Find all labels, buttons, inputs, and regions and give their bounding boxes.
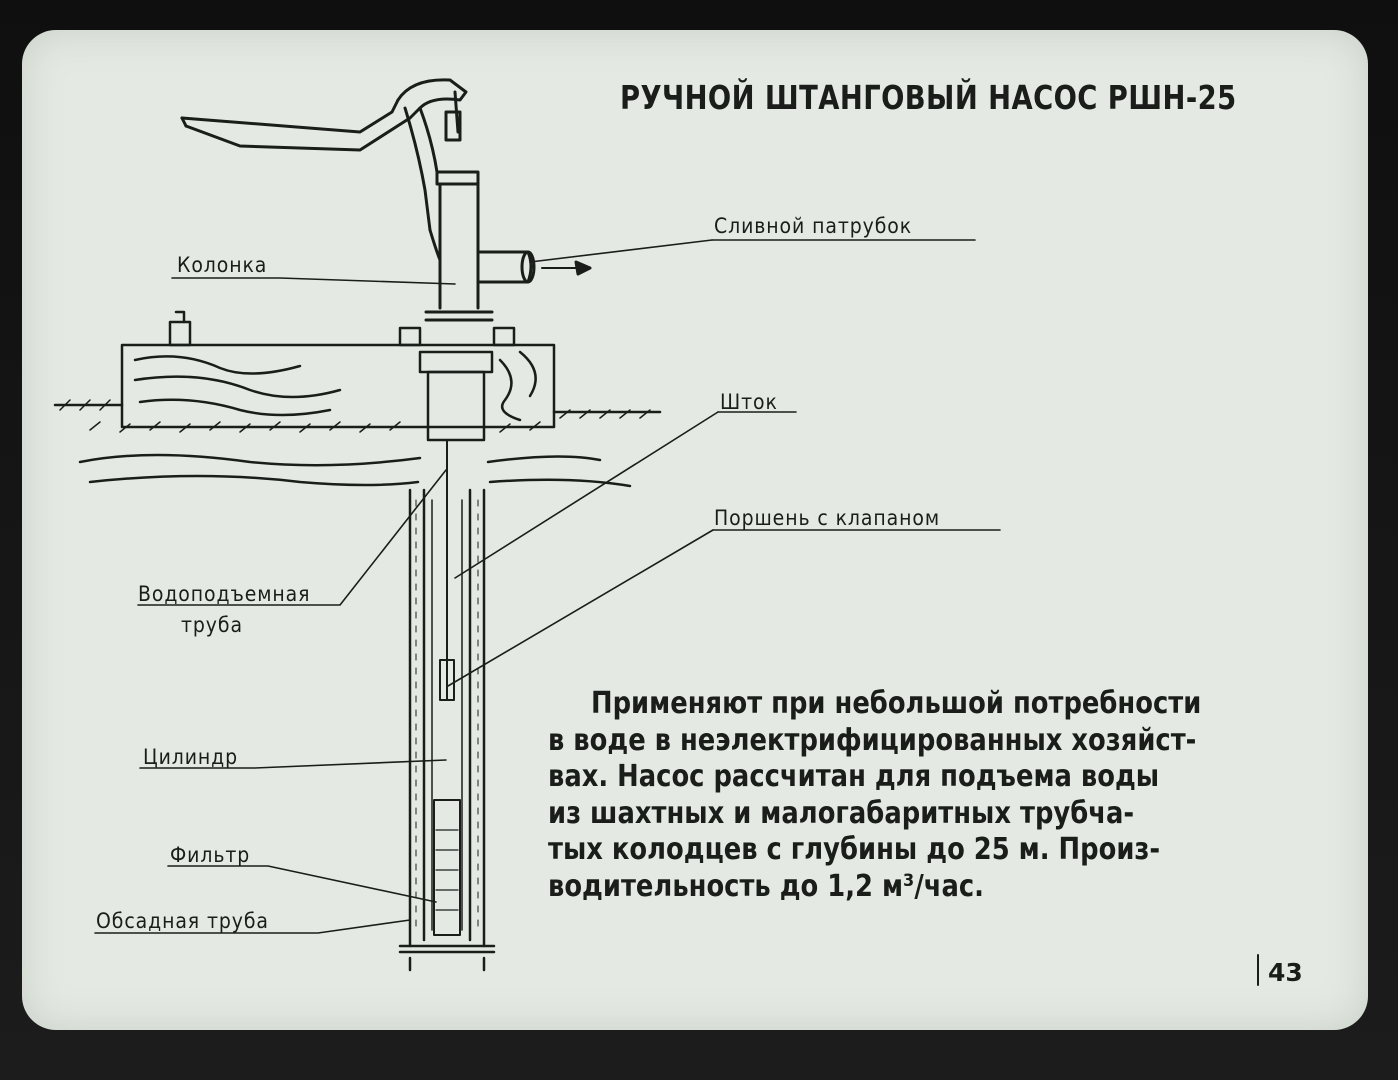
description-line: вах. Насос рассчитан для подъема воды [548,759,1160,794]
label-casing: Обсадная труба [96,909,269,933]
description-line: водительность до 1,2 м³/час. [548,868,984,904]
well-pipe [398,439,496,972]
label-spout: Сливной патрубок [714,214,913,238]
slide-title: РУЧНОЙ ШТАНГОВЫЙ НАСОС РШН-25 [620,78,1237,117]
ground [53,399,662,488]
description-line: Применяют при небольшой потребности [591,686,1202,721]
wooden-base [120,310,556,442]
description-line: тых колодцев с глубины до 25 м. Произ- [548,832,1161,867]
label-cylinder: Цилиндр [143,745,239,769]
page-number: 43 [1268,958,1303,987]
pump-column [403,106,494,322]
description-text: Применяют при небольшой потребности в во… [548,686,1308,905]
leader-lines [94,239,1001,934]
label-column: Колонка [177,253,268,277]
label-riser-line2: труба [181,613,243,637]
slide [22,30,1368,1030]
label-riser-line1: Водоподъемная [138,582,311,606]
pump-handle [180,78,468,152]
description-line: в воде в неэлектрифицированных хозяйст- [548,722,1197,758]
description-line: из шахтных и малогабаритных трубча- [548,795,1135,831]
spout [476,250,592,284]
label-rod: Шток [720,390,778,414]
label-filter: Фильтр [170,843,251,867]
label-piston: Поршень с клапаном [714,506,940,530]
